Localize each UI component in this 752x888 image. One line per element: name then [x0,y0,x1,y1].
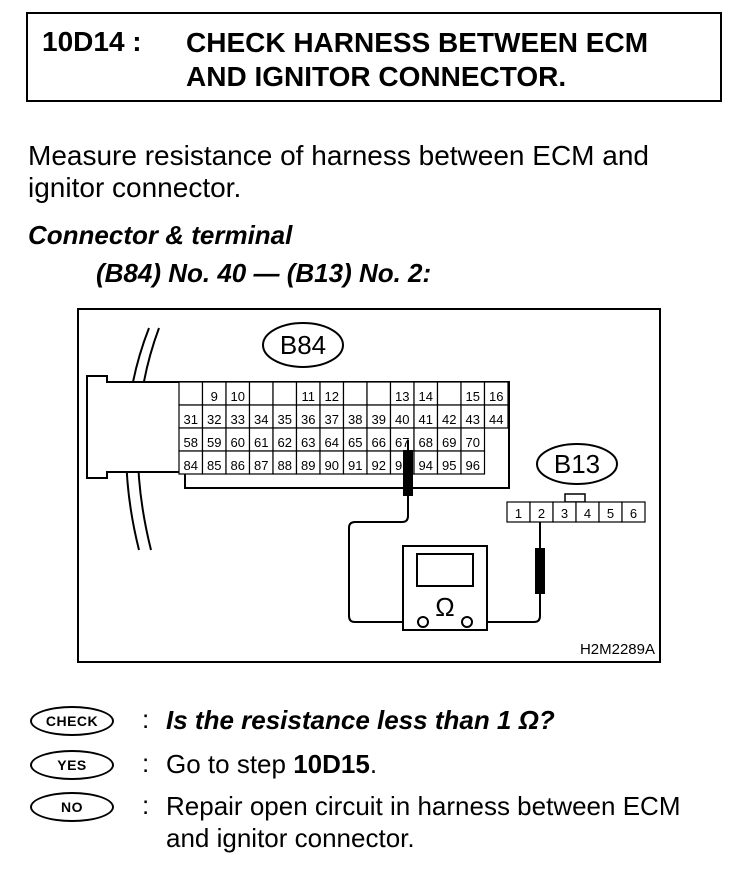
b84-terminal-label: 31 [184,412,198,427]
b84-terminal-cell [248,381,274,406]
yes-text: Go to step 10D15. [166,748,726,780]
b84-terminal-label: 85 [207,458,221,473]
b84-terminal-label: 35 [278,412,292,427]
b84-terminal-label: 63 [301,435,315,450]
b13-terminal-cell [621,501,646,523]
b84-terminal-label: 9 [211,389,218,404]
b84-terminal-label: 67 [395,435,409,450]
check-badge: CHECK [30,706,114,736]
b13-label: B13 [554,449,600,479]
b84-terminal-label: 86 [231,458,245,473]
step-title: CHECK HARNESS BETWEEN ECM AND IGNITOR CO… [186,26,648,94]
b84-terminal-label: 10 [231,389,245,404]
yes-text-suffix: . [369,749,378,779]
no-badge: NO [30,792,114,822]
b84-terminal-cell [460,450,486,475]
step-title-line1: CHECK HARNESS BETWEEN ECM [186,27,649,58]
figure-id: H2M2289A [580,641,655,658]
b84-terminal-label: 69 [442,435,456,450]
b84-label-ellipse [262,322,344,368]
probe-b13 [535,548,545,594]
b84-terminal-label: 12 [325,389,339,404]
b84-terminal-label: 43 [466,412,480,427]
b84-terminal-label: 15 [466,389,480,404]
b84-terminal-cell [436,381,462,406]
ohm-symbol: Ω [435,592,454,622]
yes-text-prefix: Go to step [166,749,294,779]
b84-terminal-label: 60 [231,435,245,450]
b84-terminal-label: 59 [207,435,221,450]
b84-terminal-label: 34 [254,412,268,427]
yes-colon: : [142,748,150,778]
b84-terminal-cell [342,381,368,406]
wire-b13 [479,594,541,623]
b13-latch [564,493,586,503]
step-header: 10D14 : CHECK HARNESS BETWEEN ECM AND IG… [26,12,722,102]
b84-terminal-label: 38 [348,412,362,427]
b84-terminal-label: 94 [419,458,433,473]
b84-terminal-label: 88 [278,458,292,473]
b84-terminal-label: 68 [419,435,433,450]
step-title-line2: AND IGNITOR CONNECTOR. [186,61,567,92]
b84-terminal-label: 89 [301,458,315,473]
no-text: Repair open circuit in harness between E… [166,791,681,853]
b84-terminal-label: 16 [489,389,503,404]
b84-label: B84 [280,330,326,360]
b84-terminal-label: 40 [395,412,409,427]
b84-terminal-label: 44 [489,412,503,427]
b84-terminal-label: 92 [372,458,386,473]
b84-terminal-label: 61 [254,435,268,450]
b84-terminal-label: 96 [466,458,480,473]
b13-terminal-label: 3 [561,506,568,521]
b84-terminal-label: 95 [442,458,456,473]
b84-terminal-label: 36 [301,412,315,427]
yes-badge: YES [30,750,114,780]
b84-terminal-label: 70 [466,435,480,450]
b84-terminal-label: 32 [207,412,221,427]
ohmmeter-display [416,553,474,587]
probe-b84 [403,450,413,496]
b84-terminal-label: 42 [442,412,456,427]
instruction-text: Measure resistance of harness between EC… [28,140,649,203]
b84-terminal-label: 64 [325,435,339,450]
b84-terminal-label: 65 [348,435,362,450]
b84-terminal-cell [366,381,392,406]
check-colon: : [142,704,150,734]
b13-terminal-label: 2 [538,506,545,521]
b84-terminal-label: 14 [419,389,433,404]
b84-terminal-cell [483,404,509,429]
b84-terminal-label: 91 [348,458,362,473]
b13-terminal-label: 4 [584,506,591,521]
yes-step-link: 10D15 [293,749,370,779]
b84-terminal-label: 37 [325,412,339,427]
b84-terminal-label: 90 [325,458,339,473]
b13-terminal-grid: 1 2 3 4 5 6 [506,501,646,523]
step-code: 10D14 : [42,26,142,57]
no-colon: : [142,790,150,820]
b84-terminal-label: 41 [419,412,433,427]
b84-terminal-label: 62 [278,435,292,450]
b84-terminal-cell [178,381,204,406]
b13-label-ellipse [536,443,618,485]
check-question: Is the resistance less than 1 Ω? [166,705,555,735]
b84-terminal-label: 87 [254,458,268,473]
b84-terminal-label: 58 [184,435,198,450]
b84-terminal-label: 66 [372,435,386,450]
b84-terminal-label: 39 [372,412,386,427]
connector-heading: Connector & terminal [28,220,293,250]
b13-terminal-label: 5 [607,506,614,521]
wire-b84 [348,496,415,623]
connector-spec: (B84) No. 40 — (B13) No. 2: [96,258,432,288]
b84-terminal-label: 13 [395,389,409,404]
b84-terminal-label: 11 [302,389,316,404]
b13-terminal-label: 1 [515,506,522,521]
b84-terminal-label: 33 [231,412,245,427]
b84-terminal-grid: 9 10 11 12 13 14 15 16 31 32 33 34 35 36 37 38 39 40 41 42 4… [178,381,509,475]
b84-terminal-label: 84 [184,458,198,473]
b13-terminal-label: 6 [630,506,637,521]
b84-terminal-cell [272,381,298,406]
